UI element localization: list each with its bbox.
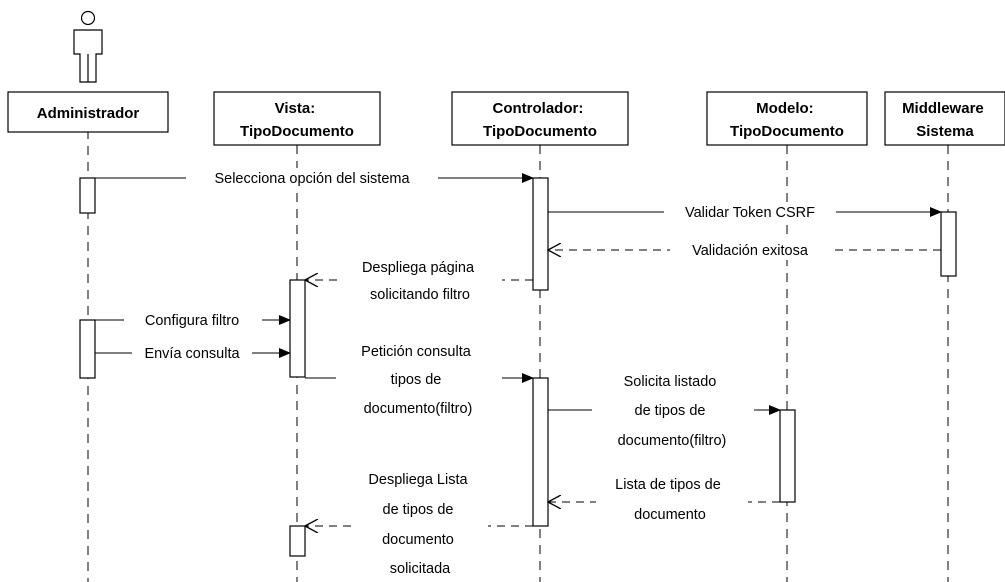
participant-vista-label: Vista: TipoDocumento (240, 100, 354, 140)
activation-mw-1 (940, 211, 957, 277)
message-m2-label: Validar Token CSRF (685, 205, 815, 221)
administrator-actor-icon (73, 10, 103, 83)
message-m3-label: Validación exitosa (692, 243, 809, 259)
message-m9-label: Lista de tipos de documento (615, 477, 725, 523)
activation-ctrl-2 (532, 377, 549, 527)
activation-vista-1 (289, 279, 306, 378)
participant-ctrl-box (451, 91, 629, 146)
participant-modelo-box (706, 91, 868, 146)
activation-admin-1 (79, 177, 96, 214)
participant-modelo-label: Modelo: TipoDocumento (730, 100, 844, 140)
activation-admin-2 (79, 319, 96, 379)
participant-mw-label: Middleware Sistema (902, 100, 988, 140)
activation-ctrl-1 (532, 177, 549, 291)
activation-vista-2 (289, 525, 306, 557)
participant-admin-label: Administrador (37, 105, 140, 122)
message-m4-label: Despliega página solicitando filtro (362, 260, 478, 303)
message-m7-label: Petición consulta tipos de documento(fil… (361, 344, 475, 417)
message-m1-label: Selecciona opción del sistema (214, 171, 410, 187)
message-m8-label: Solicita listado de tipos de documento(f… (618, 374, 727, 449)
message-m5-label: Configura filtro (145, 313, 239, 329)
message-m10-label: Despliega Lista de tipos de documento so… (368, 472, 471, 577)
participant-admin-box (7, 91, 169, 133)
message-m6-label: Envía consulta (144, 346, 240, 362)
participant-ctrl-label: Controlador: TipoDocumento (483, 100, 597, 140)
activation-modelo-1 (779, 409, 796, 503)
participant-mw-box (884, 91, 1005, 146)
participant-vista-box (213, 91, 381, 146)
